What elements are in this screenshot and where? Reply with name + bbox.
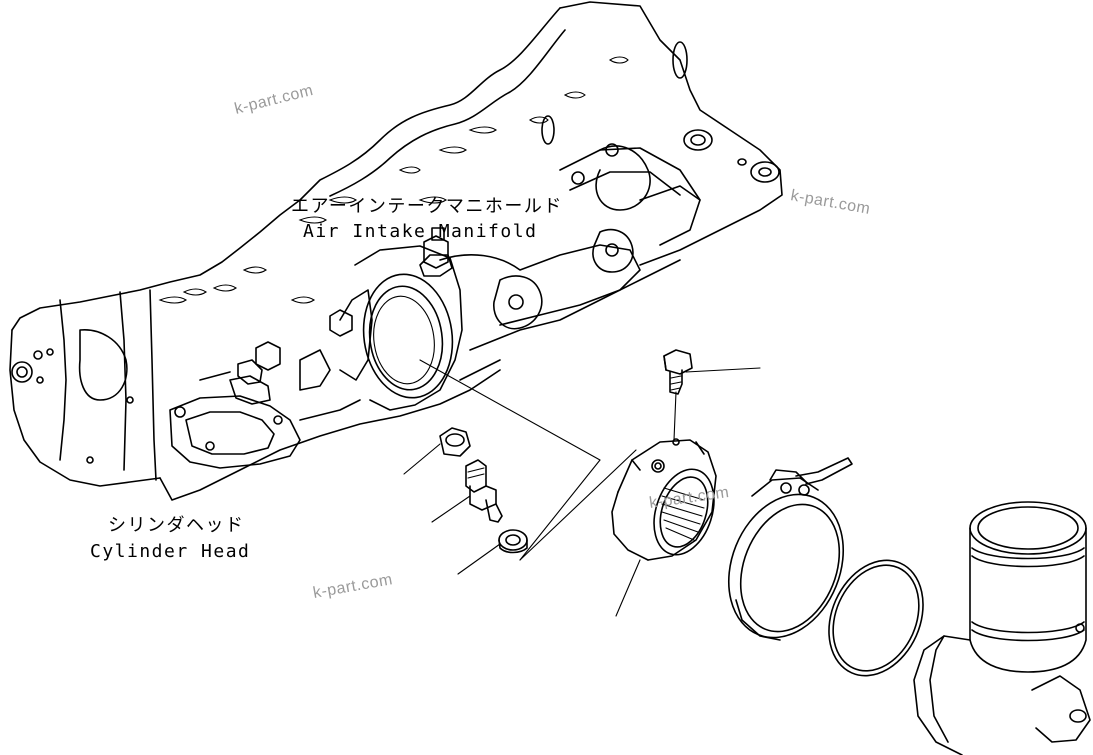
label-air-intake-manifold: エアーインテークマニホールド Air Intake Manifold [291, 196, 563, 242]
label-cylinder-head: シリンダヘッド Cylinder Head [90, 515, 250, 562]
label-manifold-jp: エアーインテークマニホールド [291, 196, 563, 217]
cylinder-head-block [9, 1, 783, 501]
watermark-1: k-part.com [233, 82, 315, 118]
watermark-4: k-part.com [312, 571, 394, 602]
label-manifold-en: Air Intake Manifold [303, 221, 537, 242]
label-cylinder-jp: シリンダヘッド [108, 515, 245, 536]
elbow-pipe-part [913, 501, 1091, 755]
leader-lines [403, 359, 761, 617]
flange-adapter-part [611, 438, 717, 561]
washer-part [498, 529, 528, 554]
nut-part [439, 427, 471, 457]
label-cylinder-en: Cylinder Head [90, 541, 250, 562]
watermark-2: k-part.com [789, 187, 871, 218]
stud-part [465, 459, 503, 523]
watermarks: k-part.com k-part.com k-part.com k-part.… [233, 82, 872, 602]
o-ring-part [828, 559, 924, 677]
bolt-part [663, 349, 693, 395]
clamp-part [727, 457, 853, 641]
watermark-3: k-part.com [648, 484, 730, 512]
